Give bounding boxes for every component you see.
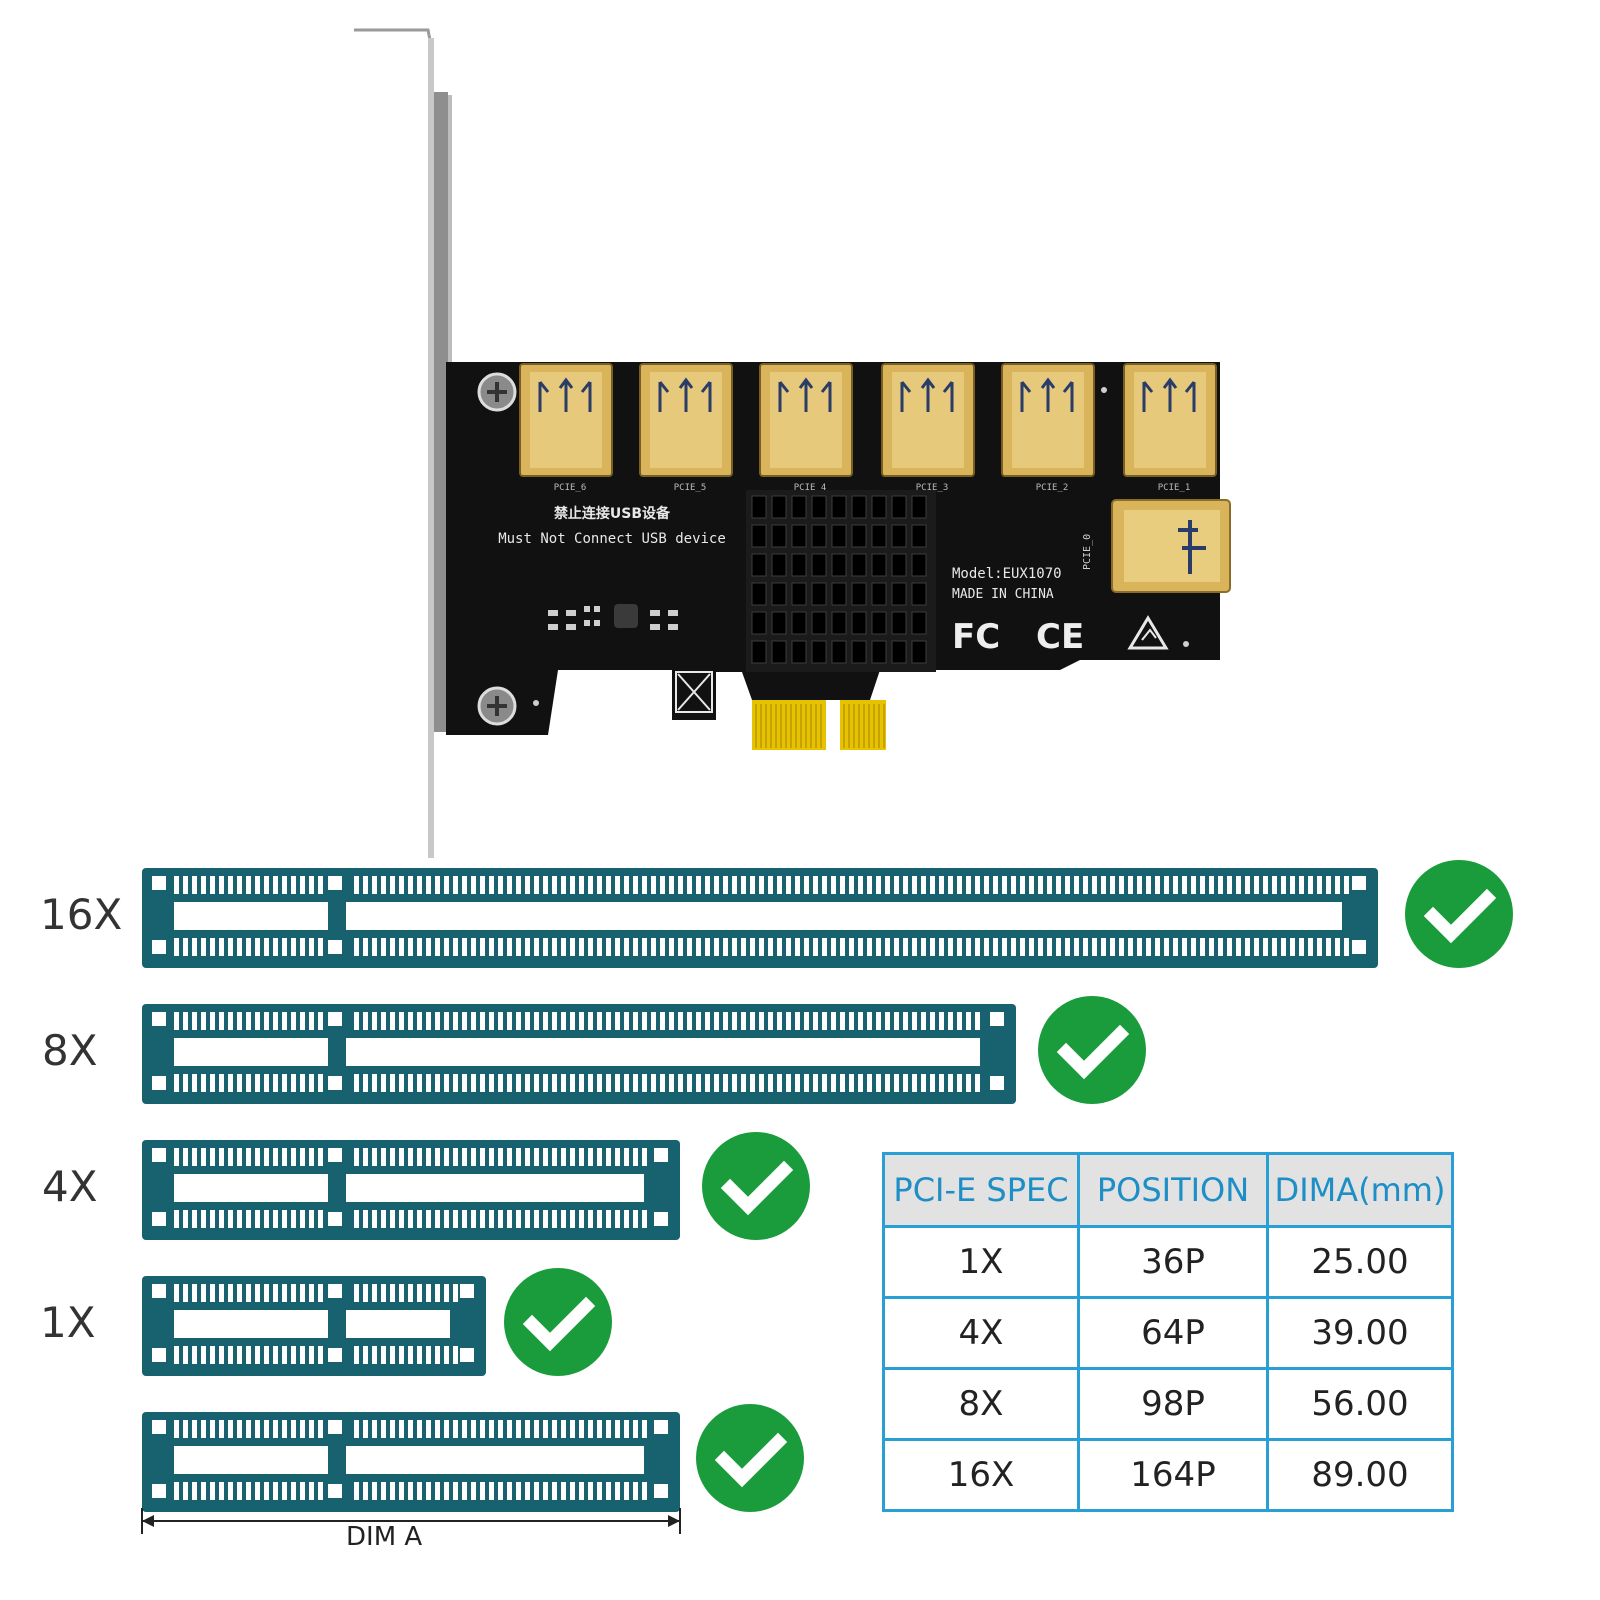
side-port-label: PCIE_0 xyxy=(1082,534,1093,570)
usb-port-row: PCIE_6 PCIE_5 PCIE_4 PCIE_3 PCIE_2 PCIE_1 xyxy=(519,363,1217,493)
pcie-spec-table: PCI-E SPEC POSITION DIMA(mm) 1X 36P 25.0… xyxy=(882,1152,1454,1512)
fc-mark: FC xyxy=(952,617,1000,657)
slot-size-label: 16X xyxy=(40,890,123,939)
checkmark-icon xyxy=(1038,996,1146,1104)
slot-size-label: 4X xyxy=(42,1162,98,1211)
screw-icon xyxy=(477,372,517,412)
dim-a-label: DIM A xyxy=(346,1522,423,1552)
table-row: 8X 98P 56.00 xyxy=(882,1367,1454,1441)
pcie-x1-edge-connector xyxy=(752,700,886,750)
checkmark-icon xyxy=(702,1132,810,1240)
table-cell: 4X xyxy=(882,1296,1080,1370)
usb-port xyxy=(519,363,613,477)
table-cell: 8X xyxy=(882,1367,1080,1441)
esd-warning-icon xyxy=(1127,615,1169,650)
pcie-slot-row: 16X xyxy=(0,860,1600,986)
riser-card-illustration: PCIE_6 PCIE_5 PCIE_4 PCIE_3 PCIE_2 PCIE_1 PCI… xyxy=(354,28,1231,858)
table-header-cell: PCI-E SPEC xyxy=(882,1152,1080,1228)
table-header-cell: POSITION xyxy=(1077,1152,1269,1228)
table-header-row: PCI-E SPEC POSITION DIMA(mm) xyxy=(882,1152,1454,1228)
table-row: 4X 64P 39.00 xyxy=(882,1296,1454,1370)
usb-port-label: PCIE_4 xyxy=(794,483,827,493)
usb-port xyxy=(639,363,733,477)
table-cell: 98P xyxy=(1077,1367,1269,1441)
table-cell: 89.00 xyxy=(1266,1438,1454,1512)
table-cell: 56.00 xyxy=(1266,1367,1454,1441)
usb-port xyxy=(1001,363,1095,477)
pcie-slot-row: 4X xyxy=(0,1132,1600,1258)
table-cell: 1X xyxy=(882,1225,1080,1299)
pcie-slot-diagram xyxy=(142,1276,486,1376)
table-row: 16X 164P 89.00 xyxy=(882,1438,1454,1512)
model-text: Model:EUX1070 xyxy=(952,566,1062,582)
warning-text-cn: 禁止连接USB设备 xyxy=(554,505,671,522)
pcie-slot-row: 8X xyxy=(0,996,1600,1122)
usb-port-label: PCIE_2 xyxy=(1036,483,1069,493)
usb-port xyxy=(1123,363,1217,477)
usb-port xyxy=(881,363,975,477)
pcie-slot-diagram xyxy=(142,1004,1016,1104)
weee-bin-icon xyxy=(675,671,713,713)
usb-port-label: PCIE_5 xyxy=(674,483,707,493)
dim-a-arrow xyxy=(141,1508,681,1534)
table-header-cell: DIMA(mm) xyxy=(1266,1152,1454,1228)
smd-components xyxy=(533,387,1189,706)
pcie-slot-row: 1X xyxy=(0,1268,1600,1394)
table-cell: 39.00 xyxy=(1266,1296,1454,1370)
pcie-slot-diagram xyxy=(142,868,1378,968)
slot-size-label: 8X xyxy=(42,1026,98,1075)
warning-text-en: Must Not Connect USB device xyxy=(498,531,726,547)
usb-port-side xyxy=(1111,499,1231,593)
ce-mark: CE xyxy=(1036,617,1084,657)
pcie-slot-diagram xyxy=(142,1412,680,1512)
table-cell: 64P xyxy=(1077,1296,1269,1370)
checkmark-icon xyxy=(696,1404,804,1512)
checkmark-icon xyxy=(1405,860,1513,968)
table-cell: 164P xyxy=(1077,1438,1269,1512)
table-cell: 25.00 xyxy=(1266,1225,1454,1299)
screw-icon xyxy=(477,686,517,726)
pcie-slot-row xyxy=(0,1404,1600,1530)
slot-size-label: 1X xyxy=(40,1298,96,1347)
usb-port xyxy=(759,363,853,477)
table-cell: 16X xyxy=(882,1438,1080,1512)
usb-port-label: PCIE_1 xyxy=(1158,483,1191,493)
usb-port-label: PCIE_6 xyxy=(554,483,587,493)
checkmark-icon xyxy=(504,1268,612,1376)
made-in-text: MADE IN CHINA xyxy=(952,587,1054,602)
table-cell: 36P xyxy=(1077,1225,1269,1299)
pcie-slot-diagram xyxy=(142,1140,680,1240)
table-row: 1X 36P 25.00 xyxy=(882,1225,1454,1299)
metal-bracket xyxy=(354,28,452,858)
heatsink xyxy=(746,490,936,672)
usb-port-label: PCIE_3 xyxy=(916,483,949,493)
